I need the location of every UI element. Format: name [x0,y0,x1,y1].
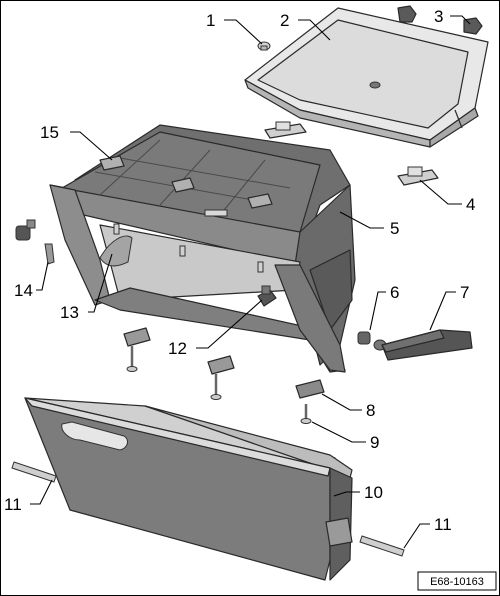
callout-5: 5 [390,219,399,238]
part-clips-screws [123,327,325,424]
part-glovebox-lid [24,397,353,581]
callout-12: 12 [168,339,187,358]
callout-9: 9 [370,433,379,452]
callout-7: 7 [460,283,469,302]
callout-numbers: 1 2 3 4 5 6 7 8 9 10 11 12 13 14 15 11 [4,7,475,534]
part-buffer-14 [15,219,55,265]
callout-6: 6 [390,283,399,302]
part-bracket-housing [49,124,356,373]
part-handle-7 [381,329,473,361]
part-clip-4 [397,166,439,186]
callout-1: 1 [206,11,215,30]
part-pin-right [359,535,405,557]
callout-2: 2 [280,11,289,30]
part-damper-12 [257,285,277,307]
callout-14: 14 [14,281,33,300]
callout-15: 15 [40,123,59,142]
figure-code: E68-10163 [430,576,484,588]
part-clip-top [264,121,307,139]
part-latch-6 [357,331,387,351]
callout-11-left: 11 [4,495,22,514]
part-tray [244,5,489,148]
callout-4: 4 [466,195,475,214]
callout-11-right: 11 [434,515,452,534]
leader-lines [30,15,471,549]
callout-13: 13 [60,303,79,322]
callout-10: 10 [364,483,383,502]
figure-code-box: E68-10163 [417,571,497,591]
part-pin-left [11,461,57,483]
callout-3: 3 [434,7,443,26]
part-screw-1 [257,41,271,51]
callout-8: 8 [366,401,375,420]
